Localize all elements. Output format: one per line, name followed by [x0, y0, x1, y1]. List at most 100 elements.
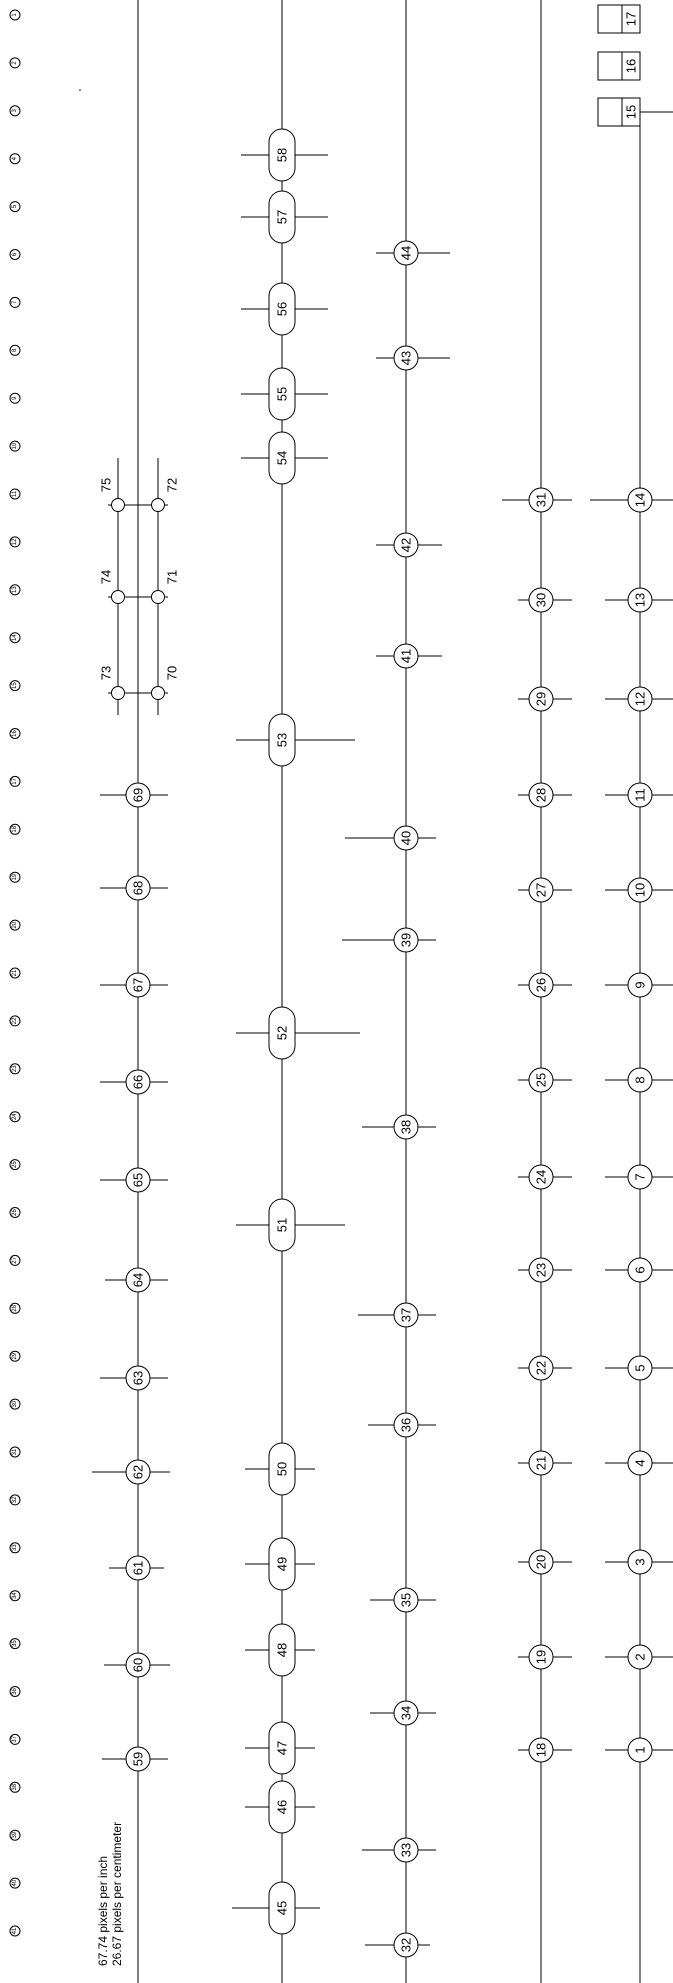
node-43: 43	[393, 345, 419, 371]
pill-shape	[268, 1442, 296, 1496]
circle-shape	[528, 1067, 554, 1093]
circle-shape	[393, 1412, 419, 1438]
row-marker	[9, 1254, 21, 1266]
node-37: 37	[393, 1302, 419, 1328]
row-marker	[9, 153, 21, 165]
row-number: 11	[12, 490, 18, 497]
node-44: 44	[393, 240, 419, 266]
node-label: 27	[534, 883, 549, 897]
row-number: 41	[12, 1927, 18, 1934]
node-57: 57	[268, 190, 296, 244]
circle-shape	[528, 782, 554, 808]
node-label: 23	[534, 1263, 549, 1277]
row-number: 2	[12, 61, 18, 65]
row-marker	[9, 1590, 21, 1602]
circle-shape	[627, 1644, 653, 1670]
node-3: 3	[627, 1549, 653, 1575]
node-label: 57	[275, 210, 290, 224]
circle-shape	[125, 1069, 151, 1095]
node-label: 5	[633, 1364, 648, 1371]
scale-note-line-1: 67.74 pixels per inch	[96, 1856, 110, 1966]
node-66: 66	[125, 1069, 151, 1095]
node-label: 3	[633, 1558, 648, 1565]
node-label: 41	[399, 649, 414, 663]
node-26: 26	[528, 972, 554, 998]
row-number: 15	[12, 682, 18, 689]
pill-shape	[268, 1006, 296, 1060]
row-number: 21	[12, 969, 18, 976]
node-label: 9	[633, 981, 648, 988]
node-53: 53	[268, 713, 296, 767]
pill-shape	[268, 431, 296, 485]
row-number: 1	[12, 13, 18, 17]
node-label: 24	[534, 1170, 549, 1184]
circle-shape	[627, 1257, 653, 1283]
node-4: 4	[627, 1450, 653, 1476]
circle-shape	[627, 1067, 653, 1093]
row-marker	[9, 728, 21, 739]
circle-shape	[393, 1700, 419, 1726]
row-marker	[9, 1015, 21, 1027]
node-30: 30	[528, 587, 554, 613]
row-number: 3	[12, 108, 18, 112]
node-38: 38	[393, 1114, 419, 1140]
circle-shape	[627, 972, 653, 998]
node-label: 44	[399, 246, 414, 260]
grid-node-label: 75	[99, 478, 114, 492]
row-marker	[9, 249, 21, 260]
node-56: 56	[268, 282, 296, 336]
row-number: 26	[12, 1209, 18, 1216]
grid-node	[151, 590, 165, 604]
node-label: 30	[534, 593, 549, 607]
row-marker	[9, 1398, 21, 1410]
row-number: 25	[12, 1161, 18, 1168]
node-label: 28	[534, 788, 549, 802]
node-42: 42	[393, 532, 419, 558]
row-marker	[9, 1638, 21, 1650]
row-number: 33	[12, 1544, 18, 1551]
circle-shape	[125, 972, 151, 998]
circle-shape	[528, 972, 554, 998]
circle-shape	[627, 1450, 653, 1476]
row-marker	[9, 1733, 21, 1745]
row-marker	[9, 57, 21, 69]
node-label: 43	[399, 351, 414, 365]
row-marker	[9, 488, 21, 500]
row-marker	[9, 1350, 21, 1362]
circle-shape	[627, 487, 653, 513]
pill-shape	[268, 1721, 296, 1775]
row-number: 40	[12, 1879, 18, 1886]
grid-node-label: 72	[165, 478, 180, 492]
node-29: 29	[528, 686, 554, 712]
node-label: 63	[131, 1371, 146, 1385]
node-label: 29	[534, 692, 549, 706]
row-number: 14	[12, 634, 18, 641]
node-label: 49	[275, 1557, 290, 1571]
row-number: 34	[12, 1592, 18, 1599]
node-64: 64	[125, 1267, 151, 1293]
grid-node	[151, 686, 165, 700]
circle-shape	[393, 1837, 419, 1863]
row-number: 28	[12, 1304, 18, 1311]
pill-shape	[268, 190, 296, 244]
node-27: 27	[528, 877, 554, 903]
grid-node	[111, 686, 125, 700]
node-label: 51	[275, 1218, 290, 1232]
node-label: 18	[534, 1743, 549, 1757]
node-label: 19	[534, 1650, 549, 1664]
node-label: 50	[275, 1462, 290, 1476]
pill-shape	[268, 1623, 296, 1677]
row-number: 31	[12, 1448, 18, 1455]
node-label: 7	[633, 1173, 648, 1180]
node-label: 55	[275, 387, 290, 401]
stray-dot	[79, 89, 81, 91]
row-marker	[9, 871, 21, 883]
box-label-cell	[621, 4, 641, 34]
node-35: 35	[393, 1587, 419, 1613]
node-label: 48	[275, 1643, 290, 1657]
row-marker	[9, 1302, 21, 1314]
row-marker	[9, 1494, 21, 1506]
row-marker	[9, 296, 21, 308]
node-label: 64	[131, 1273, 146, 1287]
node-label: 34	[399, 1706, 414, 1720]
